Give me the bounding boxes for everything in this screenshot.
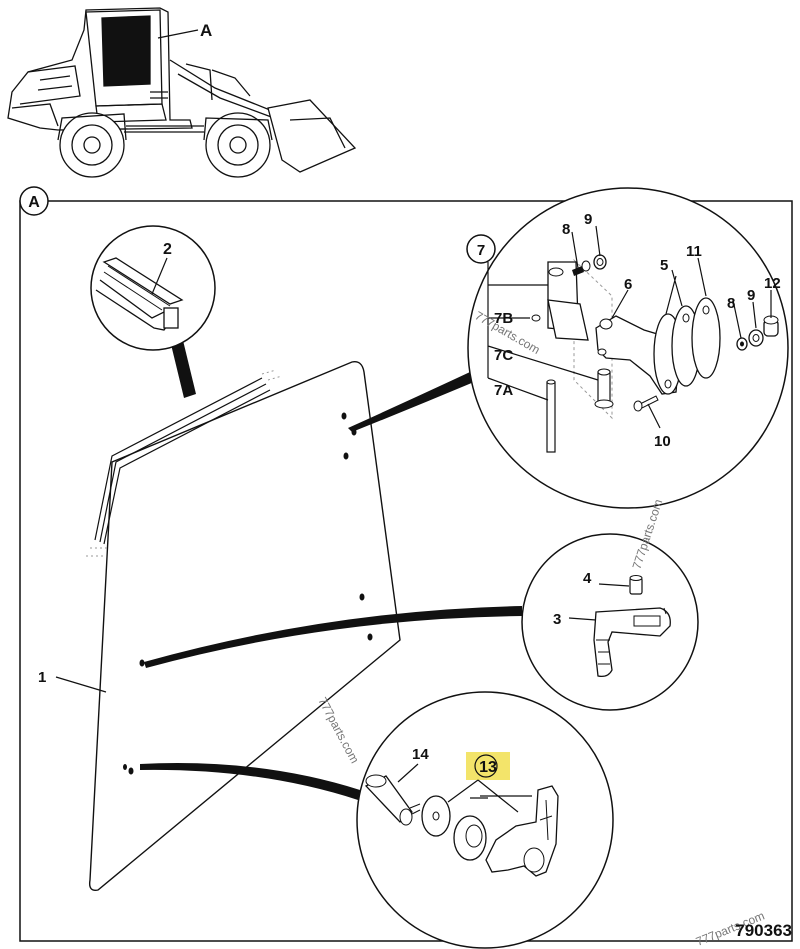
frame-label-circle [19, 186, 49, 216]
part-label-13-circle [474, 754, 498, 778]
latch-detail [144, 533, 699, 711]
part-label-12: 12 [764, 275, 781, 292]
knob-detail [140, 691, 614, 949]
part-label-7C: 7C [494, 347, 513, 364]
part-1-leader [55, 676, 107, 693]
watermark-3: 777parts.com [315, 695, 361, 766]
part-label-6: 6 [624, 276, 632, 293]
highlight-13 [466, 752, 510, 780]
drawing-number: 790363 [735, 921, 792, 940]
hinge-detail [348, 187, 789, 509]
part-label-8-right: 8 [727, 295, 735, 312]
part-label-11: 11 [686, 243, 702, 260]
part-label-10: 10 [654, 433, 671, 450]
part-label-7B: 7B [494, 310, 513, 327]
view-a-leader [157, 29, 199, 39]
part-label-13: 13 [479, 759, 497, 776]
part-label-9-right: 9 [747, 287, 755, 304]
part-label-4: 4 [583, 570, 592, 587]
loader-illustration [7, 7, 357, 178]
part-label-14: 14 [412, 746, 429, 763]
seal-detail-callout [90, 225, 216, 398]
cab-glass-highlight [101, 15, 151, 87]
part-label-1: 1 [38, 669, 46, 686]
frame-label: A [28, 194, 40, 211]
part-label-5: 5 [660, 257, 668, 274]
part-label-9-top: 9 [584, 211, 592, 228]
part-label-7A: 7A [494, 382, 513, 399]
detail-frame [19, 200, 793, 942]
part-label-3: 3 [553, 611, 561, 628]
part-label-2: 2 [163, 241, 172, 258]
part-label-8-top: 8 [562, 221, 570, 238]
view-a-label: A [200, 21, 212, 40]
part-label-7: 7 [477, 242, 485, 259]
glass-panel [86, 361, 401, 891]
